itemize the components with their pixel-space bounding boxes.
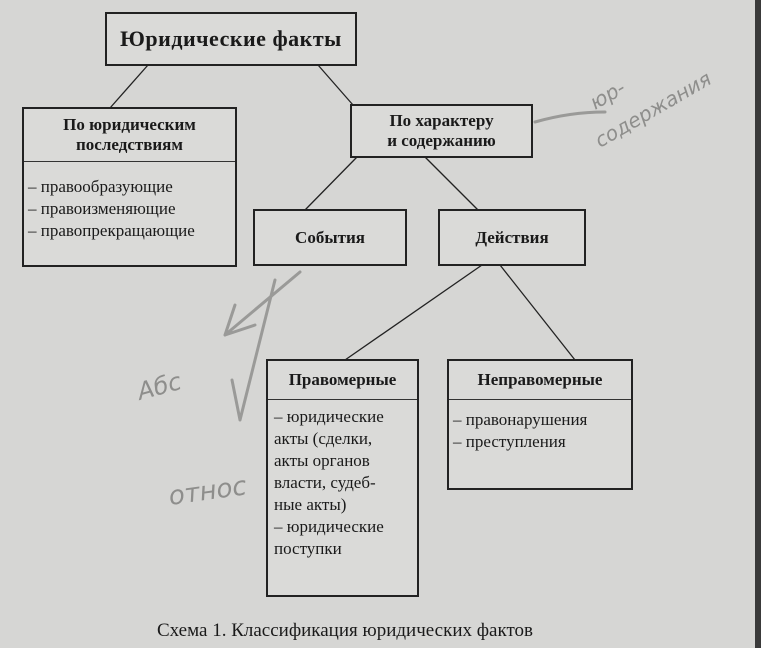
- lawful-line: поступки: [274, 539, 342, 558]
- consequences-item: – правоизменяющие: [28, 199, 176, 218]
- handwritten-note-3: Абс: [132, 367, 184, 406]
- handwritten-marks: [223, 110, 607, 422]
- figure-caption: Схема 1. Классификация юридических факто…: [156, 620, 533, 641]
- events-box: События: [253, 209, 407, 266]
- events-label: События: [295, 227, 365, 247]
- connector-root-consequences: [109, 64, 149, 109]
- nature-title-line2: и содержанию: [387, 131, 496, 150]
- handwritten-note-1: юр-: [586, 75, 630, 114]
- unlawful-box: Неправомерные – правонарушения – преступ…: [447, 359, 633, 490]
- actions-label: Действия: [475, 227, 549, 247]
- lawful-line: ные акты): [274, 495, 347, 514]
- root-label: Юридические факты: [120, 26, 342, 51]
- lawful-line: – юридические: [274, 517, 384, 536]
- lawful-box: Правомерные – юридические акты (сделки, …: [266, 359, 419, 597]
- unlawful-title: Неправомерные: [449, 361, 631, 400]
- unlawful-item: – преступления: [453, 432, 566, 451]
- consequences-item: – правопрекращающие: [28, 221, 195, 240]
- connector-nature-actions: [424, 156, 479, 211]
- page-edge: [755, 0, 761, 648]
- nature-box: По характеру и содержанию: [350, 104, 533, 158]
- lawful-line: акты органов: [274, 451, 370, 470]
- handwritten-arrow-left: [223, 270, 302, 337]
- connector-nature-events: [304, 156, 358, 211]
- connector-root-nature: [317, 64, 354, 106]
- lawful-title: Правомерные: [268, 361, 417, 400]
- nature-title-line1: По характеру: [389, 111, 494, 130]
- handwritten-line: [533, 110, 607, 124]
- lawful-line: власти, судеб-: [274, 473, 376, 492]
- unlawful-item: – правонарушения: [453, 410, 588, 429]
- connector-actions-lawful: [344, 264, 483, 361]
- connector-actions-unlawful: [499, 264, 576, 361]
- actions-box: Действия: [438, 209, 586, 266]
- handwritten-note-4: относ: [167, 471, 249, 512]
- lawful-line: акты (сделки,: [274, 429, 373, 448]
- handwritten-arrow-down: [230, 278, 277, 422]
- lawful-line: – юридические: [274, 407, 384, 426]
- consequences-box: По юридическим последствиям – правообраз…: [22, 107, 237, 267]
- consequences-title: По юридическим последствиям: [24, 109, 235, 162]
- root-box: Юридические факты: [105, 12, 357, 66]
- consequences-item: – правообразующие: [28, 177, 173, 196]
